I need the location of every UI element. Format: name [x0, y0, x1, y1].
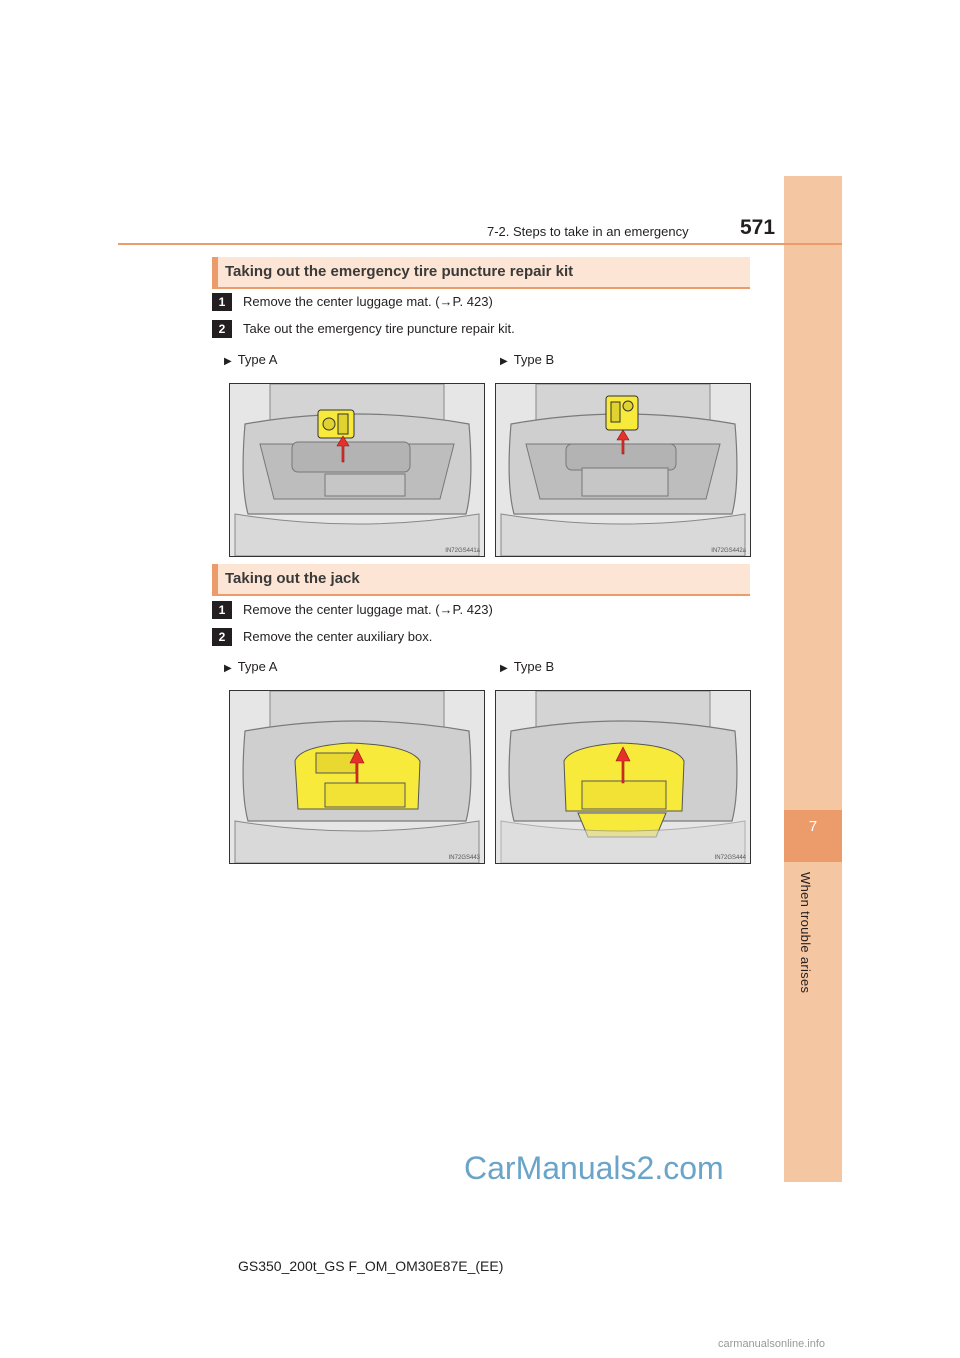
- trunk-illustration: [496, 691, 750, 863]
- triangle-bullet-icon: ▶: [500, 356, 508, 367]
- chapter-title: When trouble arises: [798, 872, 813, 994]
- step-text: Remove the center luggage mat. (→P. 423): [243, 602, 493, 617]
- type-label: ▶ Type B: [500, 352, 554, 367]
- step-number: 2: [212, 320, 232, 338]
- type-label-text: Type A: [237, 659, 278, 674]
- section-title: Taking out the emergency tire puncture r…: [225, 263, 574, 280]
- chapter-tab-lower: [784, 862, 842, 1182]
- step-number: 1: [212, 293, 232, 311]
- triangle-bullet-icon: ▶: [224, 663, 232, 674]
- trunk-illustration: [496, 384, 750, 556]
- document-code: GS350_200t_GS F_OM_OM30E87E_(EE): [238, 1258, 504, 1274]
- page-number: 571: [740, 216, 776, 239]
- figure-repair-kit-type-a: IN72GS441a: [229, 383, 485, 557]
- figure-code: IN72GS443: [448, 855, 480, 861]
- section-heading-repair-kit: Taking out the emergency tire puncture r…: [212, 257, 750, 289]
- watermark-logo: CarManuals2.com: [464, 1150, 724, 1186]
- type-label: ▶ Type B: [500, 659, 554, 674]
- step-number: 2: [212, 628, 232, 646]
- figure-code: IN72GS444: [714, 855, 746, 861]
- header-rule: [118, 243, 842, 245]
- figure-code: IN72GS441a: [445, 548, 480, 554]
- trunk-illustration: [230, 691, 484, 863]
- step-text: Remove the center auxiliary box.: [243, 629, 433, 644]
- section-heading-bar: [212, 564, 218, 594]
- type-label-text: Type B: [513, 659, 555, 674]
- step-text: Remove the center luggage mat. (→P. 423): [243, 294, 493, 309]
- chapter-tab: [784, 176, 842, 810]
- step-text: Take out the emergency tire puncture rep…: [243, 321, 515, 336]
- section-heading-bar: [212, 257, 218, 287]
- type-label-text: Type B: [513, 352, 555, 367]
- figure-code: IN72GS442a: [711, 548, 746, 554]
- trunk-illustration: [230, 384, 484, 556]
- section-title: Taking out the jack: [225, 570, 360, 587]
- section-heading-jack: Taking out the jack: [212, 564, 750, 596]
- figure-jack-type-b: IN72GS444: [495, 690, 751, 864]
- chapter-number: 7: [808, 818, 818, 835]
- triangle-bullet-icon: ▶: [500, 663, 508, 674]
- figure-jack-type-a: IN72GS443: [229, 690, 485, 864]
- type-label: ▶ Type A: [224, 659, 277, 674]
- section-header: 7-2. Steps to take in an emergency: [487, 224, 689, 239]
- type-label-text: Type A: [237, 352, 278, 367]
- chapter-tab-highlight: [784, 810, 842, 862]
- watermark-footer: carmanualsonline.info: [718, 1338, 826, 1350]
- step-number: 1: [212, 601, 232, 619]
- figure-repair-kit-type-b: IN72GS442a: [495, 383, 751, 557]
- triangle-bullet-icon: ▶: [224, 356, 232, 367]
- type-label: ▶ Type A: [224, 352, 277, 367]
